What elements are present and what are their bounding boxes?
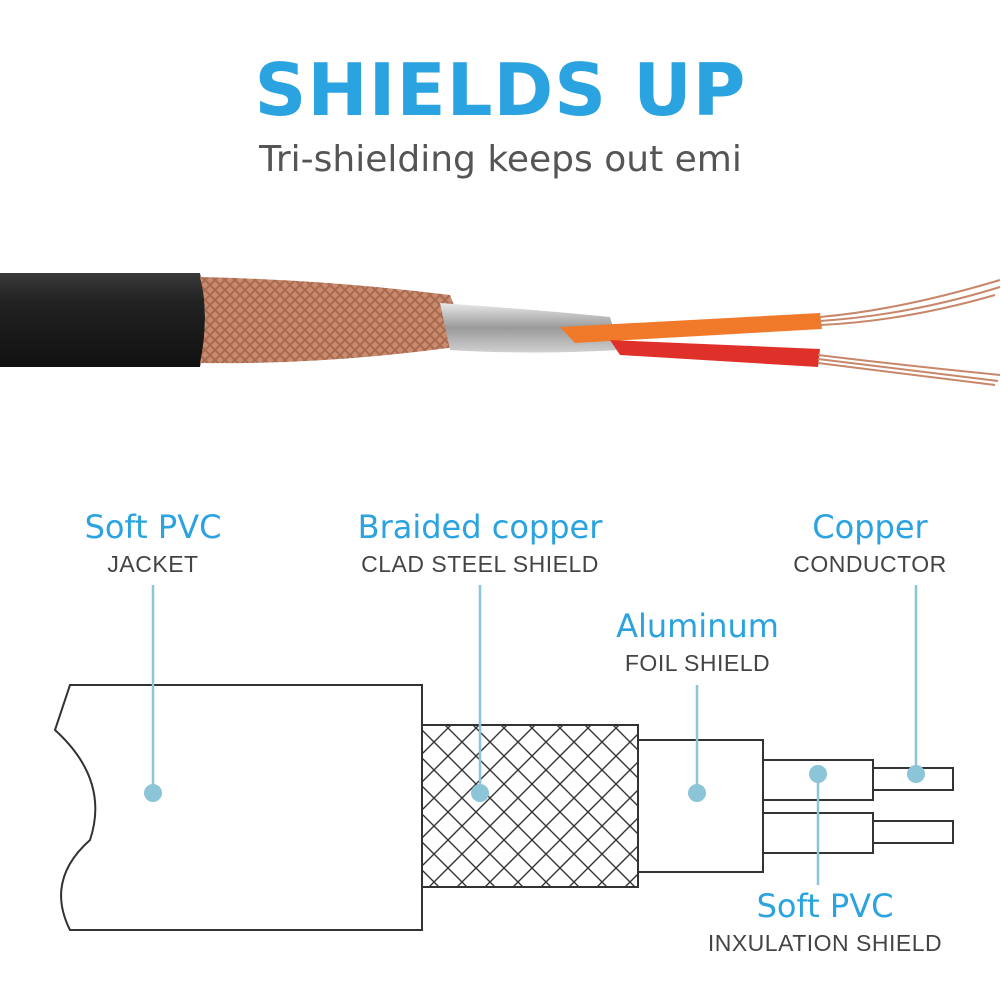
- callout-dot-braid: [471, 784, 489, 802]
- page-title: SHIELDS UP: [254, 48, 747, 132]
- label-conductor-sub: CONDUCTOR: [793, 551, 947, 577]
- label-insulation: Soft PVC INXULATION SHIELD: [680, 887, 970, 957]
- label-foil-sub: FOIL SHIELD: [624, 650, 771, 676]
- diagram-jacket: [53, 684, 423, 931]
- photo-red-wire: [610, 340, 820, 367]
- label-insulation-main: Soft PVC: [756, 887, 894, 925]
- diagram-foil: [637, 739, 764, 873]
- label-conductor: Copper CONDUCTOR: [770, 508, 970, 578]
- label-jacket: Soft PVC JACKET: [40, 508, 266, 578]
- diagram-conductor-bottom: [872, 820, 954, 844]
- callout-dot-insulation: [809, 765, 827, 783]
- label-braid-sub: CLAD STEEL SHIELD: [361, 551, 599, 577]
- photo-braid: [200, 277, 470, 364]
- diagram-braid: [421, 724, 639, 888]
- callout-dot-conductor: [907, 765, 925, 783]
- label-conductor-main: Copper: [812, 508, 928, 546]
- callout-dot-foil: [688, 784, 706, 802]
- cable-photo: [0, 273, 1001, 386]
- photo-jacket: [0, 273, 205, 367]
- photo-orange-wire: [560, 313, 822, 343]
- label-foil: Aluminum FOIL SHIELD: [590, 607, 805, 677]
- page-subtitle: Tri-shielding keeps out emi: [259, 139, 742, 180]
- label-insulation-sub: INXULATION SHIELD: [707, 930, 943, 956]
- photo-copper-strands: [817, 279, 1001, 386]
- label-jacket-sub: JACKET: [107, 551, 199, 577]
- label-braid-main: Braided copper: [357, 508, 603, 546]
- label-foil-main: Aluminum: [616, 607, 779, 645]
- callout-dot-jacket: [144, 784, 162, 802]
- label-jacket-main: Soft PVC: [84, 508, 222, 546]
- label-braid: Braided copper CLAD STEEL SHIELD: [320, 508, 640, 578]
